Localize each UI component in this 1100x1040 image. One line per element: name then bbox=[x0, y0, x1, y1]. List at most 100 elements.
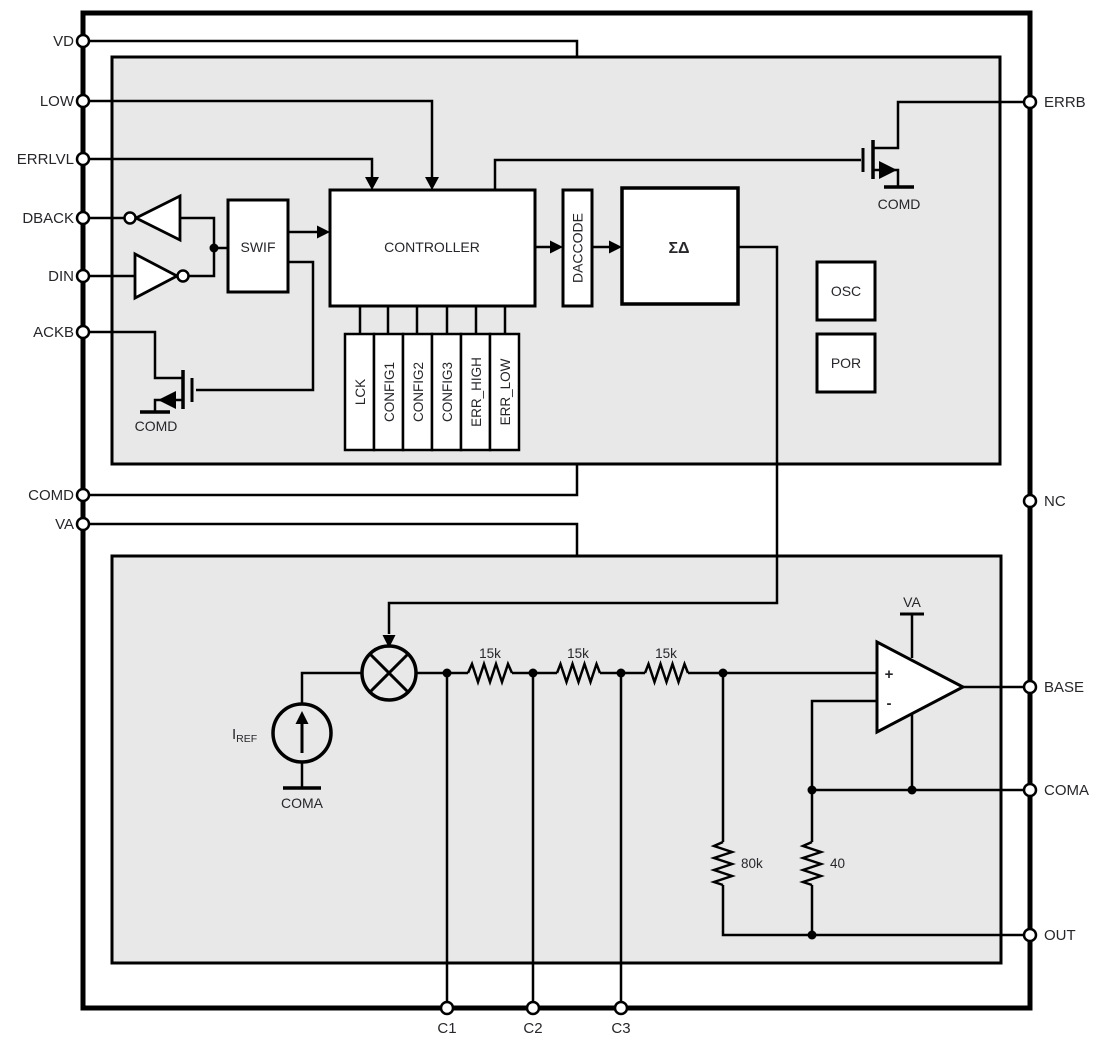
register-label-err-high: ERR_HIGH bbox=[469, 357, 484, 427]
pin-dback bbox=[75, 210, 91, 226]
ground-label-coma-iref: COMA bbox=[281, 795, 324, 811]
arrow-low-into-controller bbox=[425, 177, 439, 190]
iref-arrow-icon bbox=[295, 711, 309, 724]
resistor-15k-2 bbox=[555, 660, 602, 686]
supply-label-va-opamp: VA bbox=[903, 594, 921, 610]
ackb-source-arrow-icon bbox=[158, 391, 176, 409]
junction-dot bbox=[718, 668, 728, 678]
daccode-label: DACCODE bbox=[570, 213, 586, 283]
din-input-buffer-icon bbox=[133, 251, 181, 301]
opamp-minus-label: - bbox=[887, 695, 892, 712]
wire-dback-buffer-in bbox=[180, 216, 216, 248]
junction-dot bbox=[807, 930, 817, 940]
arrowheads bbox=[317, 177, 622, 648]
pin-label-base: BASE bbox=[1044, 679, 1084, 696]
swif-block bbox=[226, 198, 290, 294]
pin-va bbox=[75, 516, 91, 532]
io-buffers bbox=[123, 193, 190, 301]
junction-dot bbox=[209, 243, 219, 253]
multiplier-x-icon bbox=[368, 652, 410, 694]
junction-dot bbox=[807, 785, 817, 795]
pin-c3 bbox=[613, 1000, 629, 1016]
pin-label-c2: C2 bbox=[523, 1020, 542, 1037]
ground-label-comd-ackb: COMD bbox=[135, 418, 178, 434]
resistor-80k bbox=[710, 840, 736, 887]
junction-dot bbox=[907, 785, 917, 795]
sigma-delta-block bbox=[620, 186, 740, 306]
device-symbols bbox=[140, 140, 924, 790]
register-label-lck: LCK bbox=[353, 379, 368, 405]
pin-label-errlvl: ERRLVL bbox=[17, 151, 74, 168]
arrow-errlvl-into-controller bbox=[365, 177, 379, 190]
wire-80k-to-out bbox=[721, 673, 1030, 937]
resistor-15k-3 bbox=[643, 660, 690, 686]
register-label-config2: CONFIG2 bbox=[411, 362, 426, 422]
pin-c2 bbox=[525, 1000, 541, 1016]
wire-va-pin bbox=[83, 522, 579, 556]
sigma-delta-label: ΣΔ bbox=[668, 240, 689, 257]
resistor-symbols bbox=[466, 660, 825, 887]
swif-label: SWIF bbox=[241, 239, 276, 255]
junction-dot bbox=[528, 668, 538, 678]
register-label-config3: CONFIG3 bbox=[440, 362, 455, 422]
pin-label-c3: C3 bbox=[611, 1020, 630, 1037]
analog-region bbox=[110, 554, 1003, 965]
register-box-err-high bbox=[459, 332, 492, 452]
arrow-swif-into-controller bbox=[317, 225, 330, 239]
wire-errb-drain bbox=[873, 100, 1030, 150]
resistor-15k-1 bbox=[466, 660, 514, 686]
resistor-label-15k-3: 15k bbox=[655, 646, 677, 661]
pin-base bbox=[1022, 679, 1038, 695]
pin-vd bbox=[75, 33, 91, 49]
pin-coma bbox=[1022, 782, 1038, 798]
wire-comd-pin bbox=[83, 464, 579, 497]
register-box-config1 bbox=[372, 332, 405, 452]
wire-din-inverter-out bbox=[189, 248, 216, 278]
controller-block bbox=[328, 188, 537, 308]
arrow-into-multiplier bbox=[382, 635, 396, 648]
errb-source-arrow-icon bbox=[879, 161, 897, 179]
por-block bbox=[815, 332, 877, 394]
errb-nmos-icon bbox=[861, 140, 914, 189]
wires bbox=[83, 39, 1030, 1008]
wire-opamp-minus bbox=[810, 699, 877, 790]
resistor-label-15k-1: 15k bbox=[479, 646, 501, 661]
din-inverter-bubble-icon bbox=[176, 269, 190, 283]
junction-dots bbox=[209, 243, 917, 940]
ground-label-comd-errb: COMD bbox=[878, 196, 921, 212]
register-box-err-low bbox=[488, 332, 521, 452]
pin-label-dback: DBACK bbox=[22, 210, 74, 227]
pin-label-c1: C1 bbox=[437, 1020, 456, 1037]
arrow-into-sigmadelta bbox=[609, 240, 622, 254]
wire-vd bbox=[83, 39, 579, 57]
pin-label-din: DIN bbox=[48, 268, 74, 285]
iref-label: IREF bbox=[232, 726, 257, 745]
junction-dot bbox=[616, 668, 626, 678]
pin-label-coma: COMA bbox=[1044, 782, 1089, 799]
iref-symbol: I bbox=[232, 726, 236, 743]
pin-out bbox=[1022, 927, 1038, 943]
wire-errlvl bbox=[83, 157, 374, 180]
controller-label: CONTROLLER bbox=[384, 239, 480, 255]
pin-label-va: VA bbox=[55, 516, 74, 533]
pin-low bbox=[75, 93, 91, 109]
pin-label-comd: COMD bbox=[28, 487, 74, 504]
wire-sigmadelta-to-multiplier bbox=[387, 245, 779, 634]
wire-errb-gate bbox=[493, 158, 861, 190]
pin-comd bbox=[75, 487, 91, 503]
resistor-label-40: 40 bbox=[830, 856, 845, 871]
pin-label-low: LOW bbox=[40, 93, 75, 110]
osc-block bbox=[815, 260, 877, 322]
pin-errlvl bbox=[75, 151, 91, 167]
pin-c1 bbox=[439, 1000, 455, 1016]
pin-label-nc: NC bbox=[1044, 493, 1066, 510]
wire-multiplier-to-iref bbox=[300, 671, 362, 704]
pin-nc bbox=[1022, 493, 1038, 509]
wire-register-stubs bbox=[358, 306, 507, 334]
pin-label-out: OUT bbox=[1044, 927, 1076, 944]
resistor-label-15k-2: 15k bbox=[567, 646, 589, 661]
wire-ackb-drain bbox=[83, 330, 183, 380]
pin-label-vd: VD bbox=[53, 33, 74, 50]
